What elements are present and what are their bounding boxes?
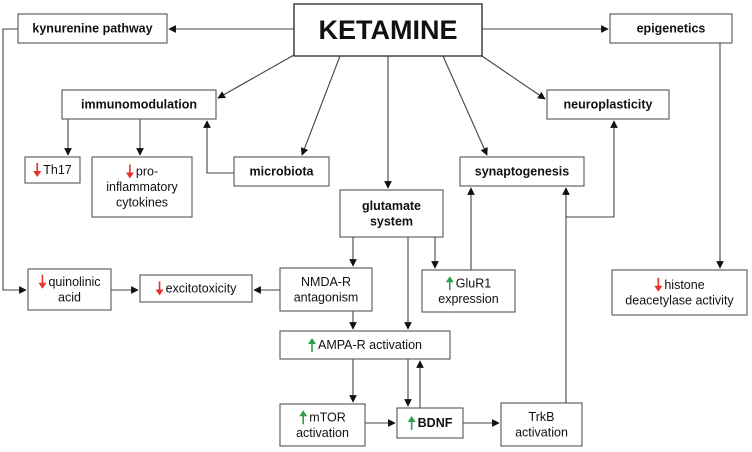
node-box	[61, 89, 217, 120]
nodes-layer: KETAMINE kynurenine pathway epigenetics imm…	[17, 3, 748, 447]
node-label: expression	[438, 292, 498, 306]
node-label: activation	[515, 425, 568, 439]
node-box	[546, 89, 670, 120]
arrow-ketamine-to-synaptogenesis	[442, 55, 488, 156]
node-th17: Th17	[24, 156, 81, 184]
arrow-ketamine-to-neuroplasticity	[481, 55, 546, 100]
node-box	[611, 269, 748, 316]
node-label: synaptogenesis	[475, 165, 570, 179]
increase-arrow-icon	[407, 416, 416, 430]
node-label: epigenetics	[637, 22, 706, 36]
node-neuroplasticity: neuroplasticity	[546, 89, 670, 120]
decrease-arrow-icon	[155, 281, 164, 296]
arrow-ketamine-to-microbiota	[300, 55, 341, 156]
node-box	[339, 189, 444, 238]
node-label: activation	[296, 426, 349, 440]
node-box	[17, 13, 168, 44]
node-label: Th17	[43, 163, 72, 177]
arrow-kynurenine-to-quinolinic	[2, 28, 27, 294]
edges-layer	[2, 25, 724, 427]
increase-arrow-icon	[445, 276, 454, 291]
node-label: glutamate	[362, 199, 421, 213]
node-box	[233, 156, 330, 187]
arrow-microbiota-to-immunomodulation	[203, 120, 234, 174]
node-excitotoxicity: excitotoxicity	[139, 274, 253, 303]
node-label: mTOR	[309, 410, 346, 424]
node-box	[91, 156, 193, 218]
node-box	[500, 402, 583, 447]
increase-arrow-icon	[308, 338, 317, 352]
node-label: NMDA-R	[301, 275, 351, 289]
arrow-ketamine-to-immunomodulation	[217, 54, 295, 99]
node-box	[459, 156, 585, 187]
node-ampa: AMPA-R activation	[279, 330, 451, 360]
node-label: system	[370, 214, 413, 228]
node-box	[279, 330, 451, 360]
node-label: acid	[58, 290, 81, 304]
increase-arrow-icon	[299, 410, 308, 425]
node-epigenetics: epigenetics	[609, 13, 733, 44]
node-label: antagonism	[294, 290, 359, 304]
node-label: microbiota	[250, 165, 315, 179]
decrease-arrow-icon	[33, 163, 42, 177]
node-label: cytokines	[116, 196, 168, 210]
node-bdnf: BDNF	[396, 407, 464, 439]
node-glur1: GluR1 expression	[421, 269, 516, 313]
node-box	[609, 13, 733, 44]
decrease-arrow-icon	[38, 274, 47, 289]
node-mtor: mTOR activation	[279, 403, 366, 447]
node-synaptogenesis: synaptogenesis	[459, 156, 585, 187]
node-ketamine: KETAMINE	[293, 3, 483, 57]
node-label: AMPA-R activation	[318, 338, 422, 352]
node-immunomodulation: immunomodulation	[61, 89, 217, 120]
node-box	[396, 407, 464, 439]
node-box	[24, 156, 81, 184]
node-box	[421, 269, 516, 313]
node-label: KETAMINE	[319, 15, 458, 45]
node-label: quinolinic	[48, 275, 100, 289]
node-microbiota: microbiota	[233, 156, 330, 187]
node-label: neuroplasticity	[564, 98, 653, 112]
node-label: kynurenine pathway	[32, 22, 152, 36]
arrow-trkb-to-neuroplasticity	[566, 120, 618, 218]
node-label: BDNF	[418, 416, 453, 430]
node-label: GluR1	[456, 276, 491, 290]
node-box	[279, 403, 366, 447]
node-label: deacetylase activity	[625, 293, 734, 307]
node-cytokines: pro-inflammatory cytokines	[91, 156, 193, 218]
node-label: histone	[664, 278, 704, 292]
decrease-arrow-icon	[125, 164, 134, 179]
node-box	[139, 274, 253, 303]
decrease-arrow-icon	[654, 277, 663, 292]
node-label: pro-	[136, 165, 158, 179]
node-label: immunomodulation	[81, 98, 197, 112]
node-box	[293, 3, 483, 57]
node-box	[279, 267, 373, 312]
node-label: excitotoxicity	[166, 282, 238, 296]
node-label: inflammatory	[106, 180, 178, 194]
node-label: TrkB	[529, 410, 555, 424]
node-kynurenine: kynurenine pathway	[17, 13, 168, 44]
